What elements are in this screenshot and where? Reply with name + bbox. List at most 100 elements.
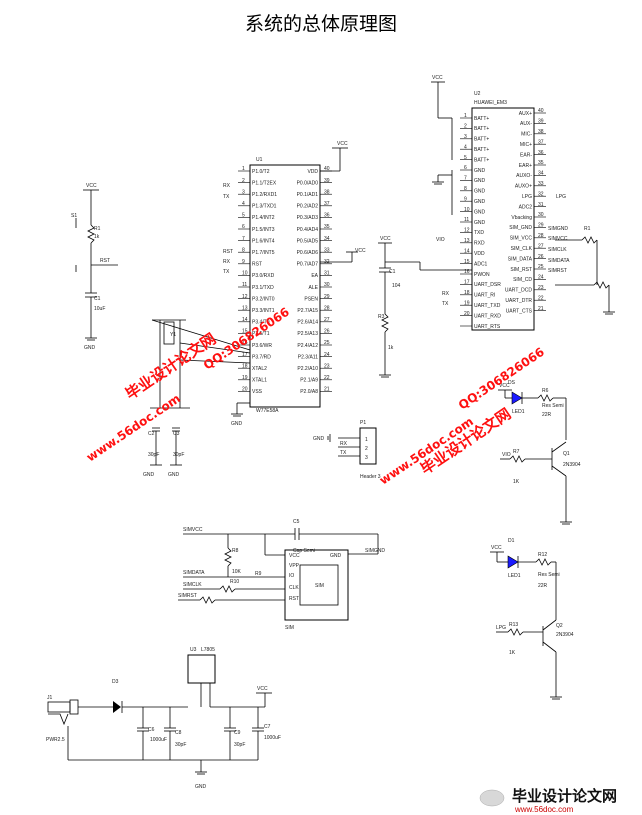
gsm-net-simgnd: SIMGND	[548, 226, 568, 232]
logo-icon	[479, 789, 505, 807]
pin-number: 31	[324, 271, 330, 277]
sim-net-gnd: SIMGND	[365, 548, 385, 554]
led1-r-val: 22R	[542, 412, 552, 418]
pin-number: 27	[538, 243, 544, 249]
header-body	[359, 427, 377, 465]
pin-label: EA	[311, 273, 318, 279]
sim-r-ref: R8	[232, 548, 239, 554]
pin-label: P2.5/A13	[297, 331, 318, 337]
pin-number: 19	[464, 300, 470, 306]
pin-number: 30	[324, 282, 330, 288]
led1-circuit: VCC DS LED1 R6 Res Semi 22R Q1 2N3904 VI…	[498, 380, 581, 525]
pin-number: 18	[242, 363, 248, 369]
sim-cap-ref: C5	[293, 519, 300, 525]
c2-val: 30pF	[148, 452, 159, 458]
pin-label: TXD	[474, 230, 484, 236]
mcu-net-tx2: TX	[223, 269, 230, 275]
pin-number: 24	[538, 275, 544, 281]
pin-number: 4	[464, 144, 467, 150]
pin-label: VDD	[307, 169, 318, 175]
pwon-vcc: VCC	[380, 236, 391, 242]
pin-number: 36	[538, 150, 544, 156]
c9-ref: C9	[234, 730, 241, 736]
led1-net: VIO	[502, 452, 511, 458]
watermark-group-2: 毕业设计论文网 QQ:306826066 www.56doc.com	[377, 345, 547, 488]
led1-ref: DS	[508, 380, 516, 386]
pin-label: P2.1/A9	[300, 378, 318, 384]
pin-label: UART_RI	[474, 293, 495, 299]
pin-label: P0.6/AD6	[297, 250, 319, 256]
jack-part: PWR2.5	[46, 737, 65, 743]
header-p1: P1 Header 3 1 2 3 GND RX TX	[313, 420, 381, 480]
gsm-net-simvcc: SIMVCC	[548, 236, 568, 242]
pin-number: 18	[464, 290, 470, 296]
pin-label: P2.6/A14	[297, 320, 318, 326]
pin-number: 30	[538, 212, 544, 218]
pin-number: 29	[324, 294, 330, 300]
c8-val: 30pF	[175, 742, 186, 748]
header-net-rx: RX	[340, 441, 348, 447]
sim-cap-label: Cap Semi	[293, 548, 315, 554]
jack-ref: J1	[47, 695, 53, 701]
pin-label: GND	[474, 220, 486, 226]
c3-val: 30pF	[173, 452, 184, 458]
pin-number: 21	[538, 306, 544, 312]
pin-number: 37	[324, 201, 330, 207]
gsm-net-lpg: LPG	[556, 194, 566, 200]
gsm-u2: U2 HUAWEI_EM3 BATT+1BATT+2BATT+3BATT+4BA…	[431, 75, 615, 331]
ea-vcc: VCC	[355, 248, 366, 254]
pin-label: BATT+	[474, 147, 489, 153]
c3-gnd: GND	[168, 472, 180, 478]
pin-label: UART_CTS	[506, 308, 533, 314]
pin-label: RXD	[474, 241, 485, 247]
reset-r-val: 1k	[94, 234, 100, 240]
logo-text: 毕业设计论文网	[512, 787, 617, 805]
gsm-part: HUAWEI_EM3	[474, 100, 507, 106]
led1-r-label: Res Semi	[542, 403, 564, 409]
gsm-r1-ref: R1	[584, 226, 591, 232]
pin-label: P1.2/RXD1	[252, 192, 277, 198]
pin-label: P0.7/AD7	[297, 262, 319, 268]
pin-label: BATT+	[474, 137, 489, 143]
header-net-tx: TX	[340, 450, 347, 456]
pin-number: 35	[538, 160, 544, 166]
pin-label: Vbacking	[511, 215, 532, 221]
pin-number: 9	[464, 196, 467, 202]
pin-number: 40	[538, 108, 544, 114]
pin-number: 31	[538, 202, 544, 208]
pin-label: SIM_DATA	[508, 256, 533, 262]
pin-label: BATT+	[474, 157, 489, 163]
pin-number: 28	[324, 305, 330, 311]
pin-label: UART_RXD	[474, 313, 501, 319]
pin-number: 14	[242, 317, 248, 323]
pin-label: GND	[474, 168, 486, 174]
q2-part: 2N3904	[556, 632, 574, 638]
pin-number: 37	[538, 139, 544, 145]
c7-val: 1000uF	[264, 735, 281, 741]
pin-number: 5	[464, 155, 467, 161]
led2-label: LED1	[508, 573, 521, 579]
sim-pin-clk: CLK	[289, 585, 299, 591]
pin-label: SIM_RST	[510, 267, 532, 273]
pin-number: 25	[538, 264, 544, 270]
pwon-c-ref: C1	[389, 269, 396, 275]
led2-r-val: 22R	[538, 583, 548, 589]
pin-number: 3	[464, 134, 467, 140]
pin-label: UART_TXD	[474, 303, 501, 309]
c7-ref: C7	[264, 724, 271, 730]
pin-label: AUX-	[520, 121, 532, 127]
reset-gnd: GND	[84, 345, 96, 351]
pin-label: UART_DTR	[505, 298, 532, 304]
pin-number: 6	[242, 224, 245, 230]
reset-net: RST	[100, 258, 110, 264]
mcu-left-pins: P1.0/T21P1.1/T2EX2P1.2/RXD13P1.3/TXD14P1…	[238, 166, 277, 395]
regulator-body	[187, 654, 216, 684]
pin-number: 2	[464, 124, 467, 130]
pin-label: P3.7/RD	[252, 354, 271, 360]
pin-label: BATT+	[474, 126, 489, 132]
pin-label: SIM_VCC	[510, 236, 533, 242]
header-gnd: GND	[313, 436, 325, 442]
pin-label: MIC+	[520, 142, 532, 148]
gsm-right-pins: AUX+40AUX-39MIC-38MIC+37EAR-36EAR+35AUXO…	[505, 108, 546, 314]
reset-c-ref: C1	[94, 296, 101, 302]
